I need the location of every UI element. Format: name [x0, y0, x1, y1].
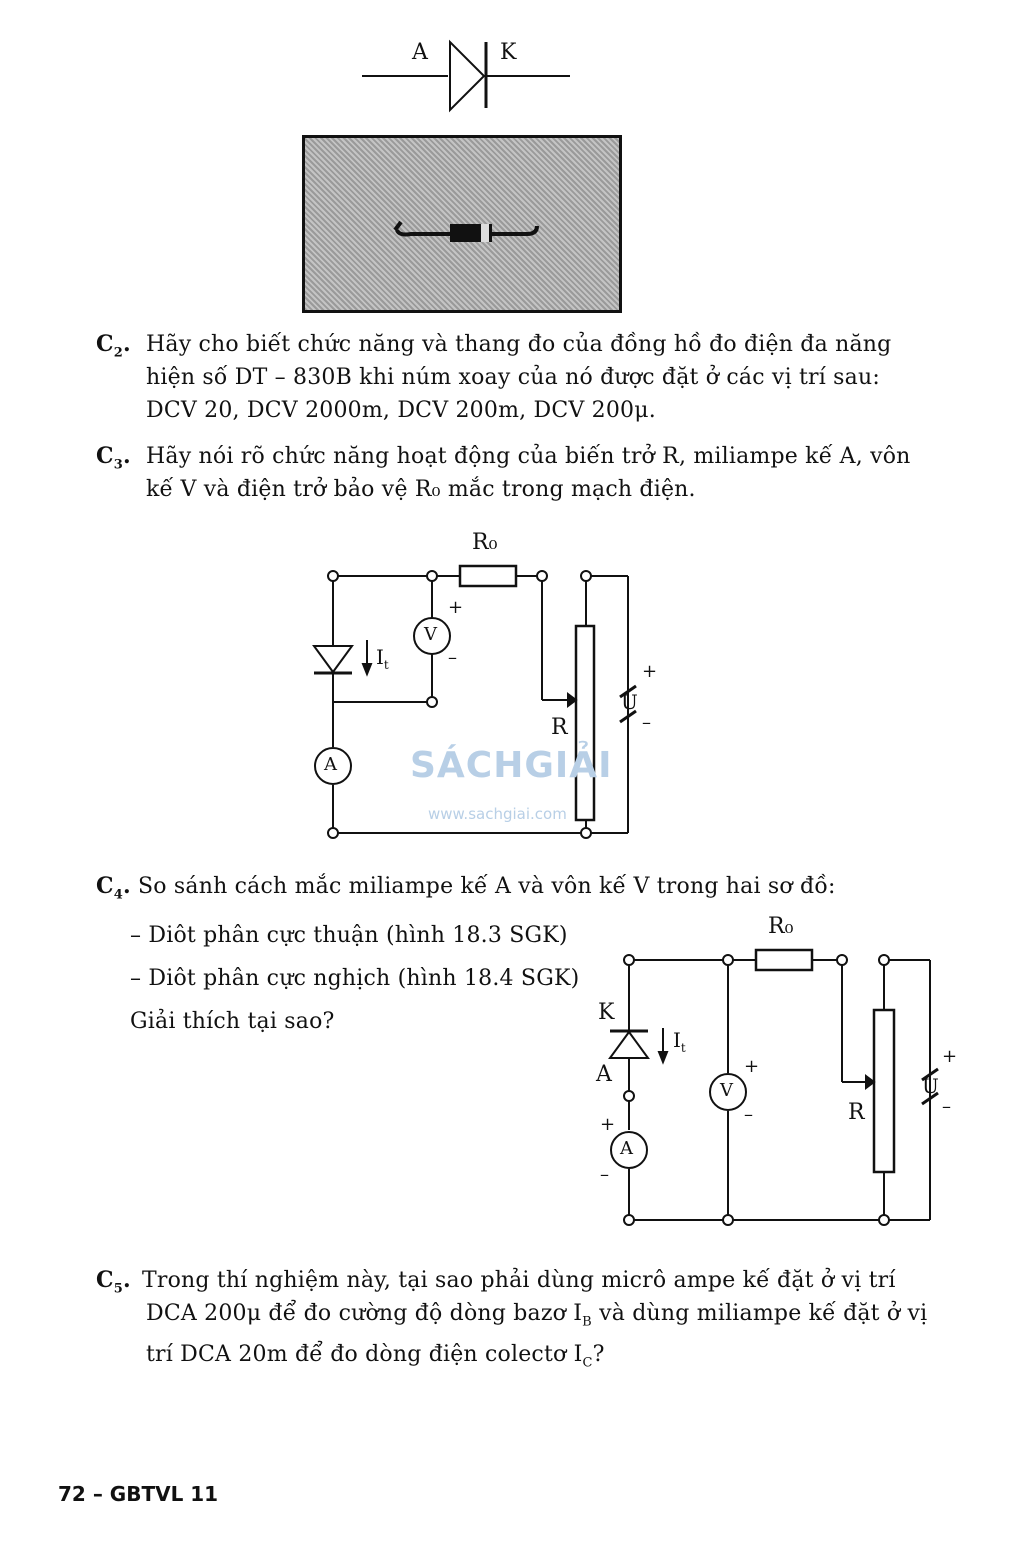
- question-line: hiện số DT – 830B khi núm xoay của nó đư…: [146, 365, 880, 390]
- diode-photo: [302, 135, 622, 313]
- circuit1-r0-label: R₀: [472, 530, 498, 555]
- circuit1-ammeter-label: A: [324, 754, 337, 775]
- question-line: DCV 20, DCV 2000m, DCV 200m, DCV 200μ.: [146, 398, 656, 423]
- circuit1-source-plus: +: [642, 661, 658, 682]
- question-line: Trong thí nghiệm này, tại sao phải dùng …: [142, 1268, 896, 1293]
- circuit2-r0-label: R₀: [768, 914, 794, 939]
- footer-dash: –: [92, 1482, 103, 1506]
- question-line: DCA 200μ để đo cường độ dòng bazơ IB và …: [146, 1301, 928, 1330]
- question-c3: C3. Hãy nói rõ chức năng hoạt động của b…: [96, 440, 976, 502]
- diode-cathode-label: K: [500, 40, 517, 65]
- circuit2-source-label: U: [922, 1074, 939, 1098]
- circuit2-ammeter-minus: –: [600, 1164, 609, 1185]
- question-line: – Diôt phân cực nghịch (hình 18.4 SGK): [130, 966, 580, 991]
- circuit2-cathode-label: K: [598, 1000, 615, 1025]
- circuit2-source-plus: +: [942, 1046, 958, 1067]
- question-line: trí DCA 20m để đo dòng điện colectơ IC?: [146, 1342, 605, 1371]
- question-c4: C4. So sánh cách mắc miliampe kế A và vô…: [96, 870, 976, 1034]
- page-number: 72: [58, 1482, 86, 1506]
- watermark-brand: SÁCHGIẢI: [410, 745, 613, 786]
- circuit2-anode-label: A: [596, 1062, 612, 1087]
- question-number: C3.: [96, 443, 131, 473]
- circuit1-rheostat-label: R: [551, 715, 568, 740]
- question-line: Giải thích tại sao?: [130, 1009, 335, 1034]
- question-line: So sánh cách mắc miliampe kế A và vôn kế…: [138, 874, 836, 899]
- circuit1-voltmeter-label: V: [424, 624, 437, 645]
- question-line: kế V và điện trở bảo vệ R₀ mắc trong mạc…: [146, 477, 696, 502]
- question-line: Hãy nói rõ chức năng hoạt động của biến …: [146, 444, 911, 469]
- circuit2-voltmeter-plus: +: [744, 1056, 760, 1077]
- circuit2-voltmeter-minus: –: [744, 1104, 753, 1125]
- circuit2-current-label: It: [673, 1028, 686, 1055]
- book-code: GBTVL 11: [109, 1482, 219, 1506]
- diode-symbol: [362, 39, 570, 113]
- circuit2-ammeter-label: A: [620, 1138, 633, 1159]
- question-number: C4.: [96, 873, 131, 903]
- circuit2-ammeter-plus: +: [600, 1114, 616, 1135]
- question-number: C2.: [96, 331, 131, 361]
- question-line: – Diôt phân cực thuận (hình 18.3 SGK): [130, 923, 568, 948]
- circuit1-source-label: U: [621, 690, 638, 714]
- circuit2-source-minus: –: [942, 1096, 951, 1117]
- circuit2-voltmeter-label: V: [720, 1080, 733, 1101]
- page-footer: 72 – GBTVL 11: [58, 1482, 218, 1506]
- watermark-url: www.sachgiai.com: [428, 805, 567, 823]
- circuit1-source-minus: –: [642, 712, 651, 733]
- question-number: C5.: [96, 1267, 131, 1297]
- diode-anode-label: A: [412, 40, 428, 65]
- circuit1-voltmeter-plus: +: [448, 597, 464, 618]
- question-c2: C2. Hãy cho biết chức năng và thang đo c…: [96, 328, 976, 423]
- circuit1-voltmeter-minus: –: [448, 647, 457, 668]
- question-c5: C5. Trong thí nghiệm này, tại sao phải d…: [96, 1264, 976, 1371]
- circuit2-rheostat-label: R: [848, 1100, 865, 1125]
- circuit1-current-label: It: [376, 645, 389, 672]
- question-line: Hãy cho biết chức năng và thang đo của đ…: [146, 332, 892, 357]
